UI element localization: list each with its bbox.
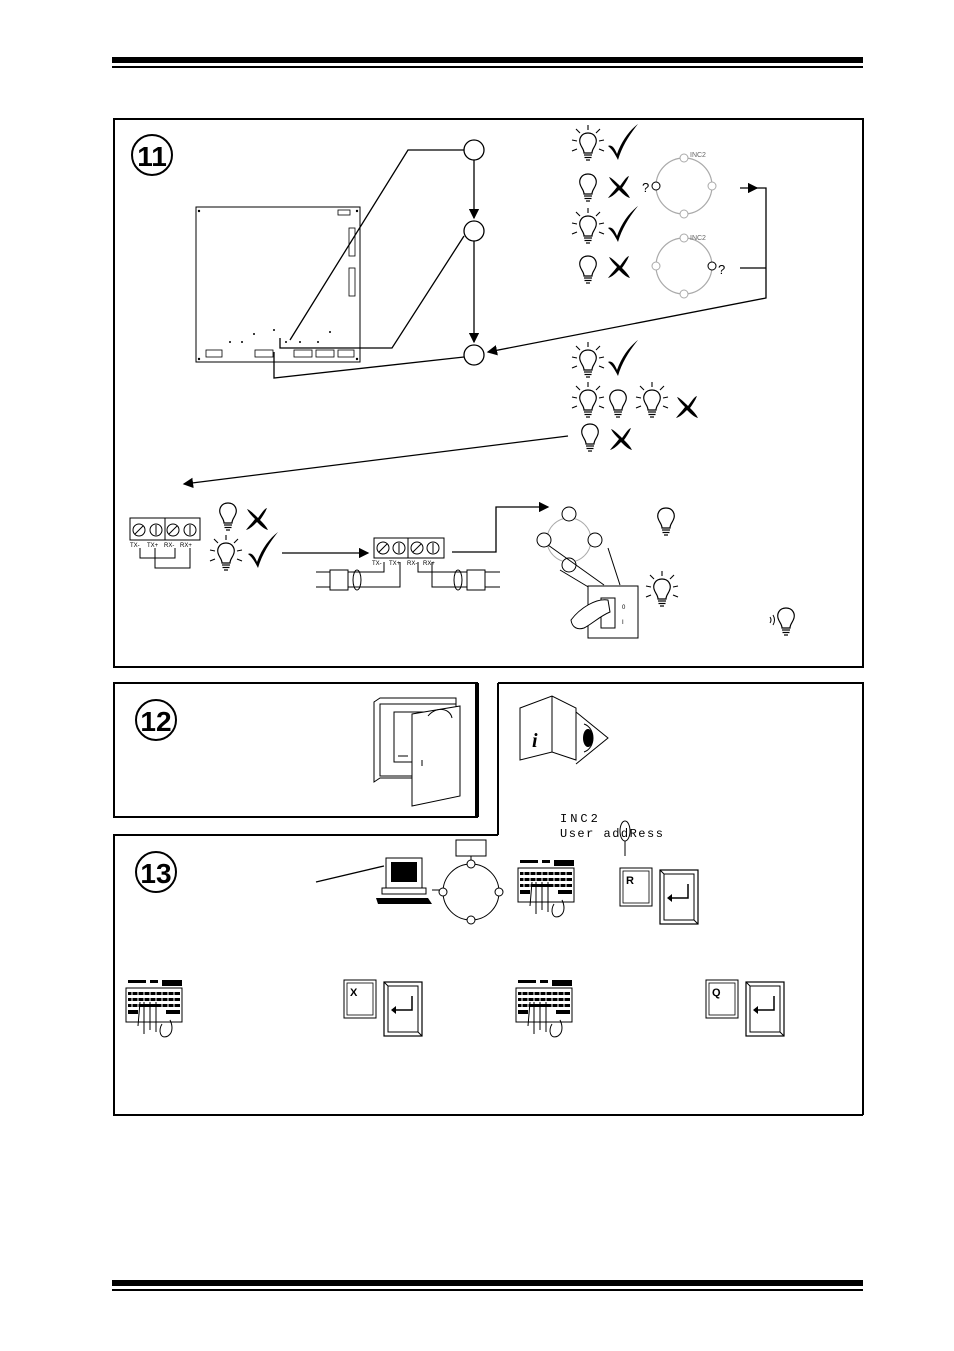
panel-13 bbox=[113, 834, 863, 1116]
key-q-button: Q bbox=[705, 979, 739, 1019]
switch-label-off: I bbox=[622, 620, 624, 626]
keyboard-icon bbox=[517, 859, 575, 918]
terminal-left-label-1: TX- bbox=[130, 543, 140, 549]
display-line-2: User addRess bbox=[560, 827, 664, 841]
footer-rule bbox=[112, 1280, 863, 1291]
flow-connectors bbox=[182, 149, 767, 489]
lamp-unlit-icon bbox=[657, 507, 675, 536]
key-x-label: X bbox=[350, 987, 358, 999]
lamp-unlit-icon bbox=[219, 502, 237, 531]
lamp-lit-icon bbox=[572, 208, 604, 243]
key-x-button: X bbox=[343, 979, 377, 1019]
display-line-1: INC2 bbox=[560, 812, 601, 826]
check-icon bbox=[608, 340, 638, 376]
computer-icon bbox=[376, 857, 446, 904]
info-panel: i bbox=[497, 682, 864, 1115]
terminal-left-label-3: RX- bbox=[164, 543, 174, 549]
key-q-label: Q bbox=[712, 987, 721, 999]
lamp-result-group-1 bbox=[572, 124, 638, 284]
check-icon bbox=[608, 124, 638, 160]
svg-text:i: i bbox=[532, 730, 538, 752]
terminal-center-label-1: TX- bbox=[372, 561, 382, 567]
enter-key-icon bbox=[745, 981, 785, 1037]
lamp-result-group-2 bbox=[572, 340, 698, 452]
terminal-center-label-2: TX+ bbox=[389, 561, 401, 567]
keyboard-icon bbox=[125, 979, 183, 1038]
cross-icon bbox=[676, 396, 698, 418]
check-icon bbox=[608, 206, 638, 242]
lamp-unlit-icon bbox=[579, 255, 597, 284]
terminal-center-label-4: RX+ bbox=[423, 561, 435, 567]
flow-node-3 bbox=[463, 344, 485, 366]
panel-11 bbox=[113, 118, 864, 668]
step-13-number: 13 bbox=[140, 858, 171, 889]
lamp-result-group-4 bbox=[646, 507, 795, 636]
step-12-number: 12 bbox=[140, 706, 171, 737]
header-rule bbox=[112, 57, 863, 68]
info-book-eye-icon: i bbox=[519, 695, 609, 765]
terminal-block-left: TX- TX+ RX- RX+ bbox=[129, 517, 201, 569]
lamp-unlit-icon bbox=[581, 423, 599, 452]
pointer-line bbox=[315, 865, 385, 883]
flow-node-1 bbox=[463, 139, 485, 161]
key-r-label: R bbox=[626, 875, 634, 887]
step-12-badge: 12 bbox=[135, 699, 177, 741]
mains-switch: 0 I bbox=[570, 585, 639, 639]
lamp-result-group-3 bbox=[210, 502, 370, 570]
lamp-unlit-icon bbox=[609, 389, 627, 418]
terminal-center-label-3: RX- bbox=[407, 561, 417, 567]
step-11-number: 11 bbox=[137, 141, 167, 172]
enter-key-icon bbox=[383, 981, 423, 1037]
cross-icon bbox=[246, 508, 268, 530]
lamp-lit-icon bbox=[646, 571, 678, 606]
ring-query-bottom: ? bbox=[718, 262, 725, 277]
ring-label-bottom: INC2 bbox=[690, 235, 706, 242]
keyboard-icon bbox=[515, 979, 573, 1038]
control-board bbox=[195, 206, 361, 363]
enclosure-illustration bbox=[373, 697, 461, 807]
step-11-badge: 11 bbox=[131, 134, 173, 176]
loop-ring-top: INC2 ? bbox=[642, 152, 717, 219]
cross-icon bbox=[608, 176, 630, 198]
switch-label-on: 0 bbox=[622, 605, 626, 611]
lamp-lit-icon bbox=[572, 125, 604, 160]
lamp-lit-icon bbox=[636, 382, 668, 417]
step-13-badge: 13 bbox=[135, 851, 177, 893]
lcd-display: INC2 User addRess bbox=[560, 812, 664, 856]
enter-key-icon bbox=[659, 869, 699, 925]
detector-cluster bbox=[536, 506, 621, 589]
terminal-left-label-4: RX+ bbox=[180, 543, 192, 549]
cross-icon bbox=[608, 256, 630, 278]
lamp-lit-icon bbox=[210, 535, 242, 570]
terminal-left-label-2: TX+ bbox=[147, 543, 159, 549]
terminal-block-center: TX- TX+ RX- RX+ bbox=[316, 501, 550, 591]
ring-label-top: INC2 bbox=[690, 152, 706, 159]
loop-ring-panel13 bbox=[438, 839, 504, 925]
lamp-lit-icon bbox=[572, 382, 604, 417]
cross-icon bbox=[610, 428, 632, 450]
flow-node-2 bbox=[463, 220, 485, 242]
key-r-button: R bbox=[619, 867, 653, 907]
loop-ring-bottom: INC2 ? bbox=[651, 233, 725, 299]
check-icon bbox=[248, 532, 278, 568]
lamp-lit-icon bbox=[572, 342, 604, 377]
sounder-icon bbox=[769, 607, 795, 636]
ring-query-top: ? bbox=[642, 180, 649, 195]
lamp-unlit-icon bbox=[579, 173, 597, 202]
